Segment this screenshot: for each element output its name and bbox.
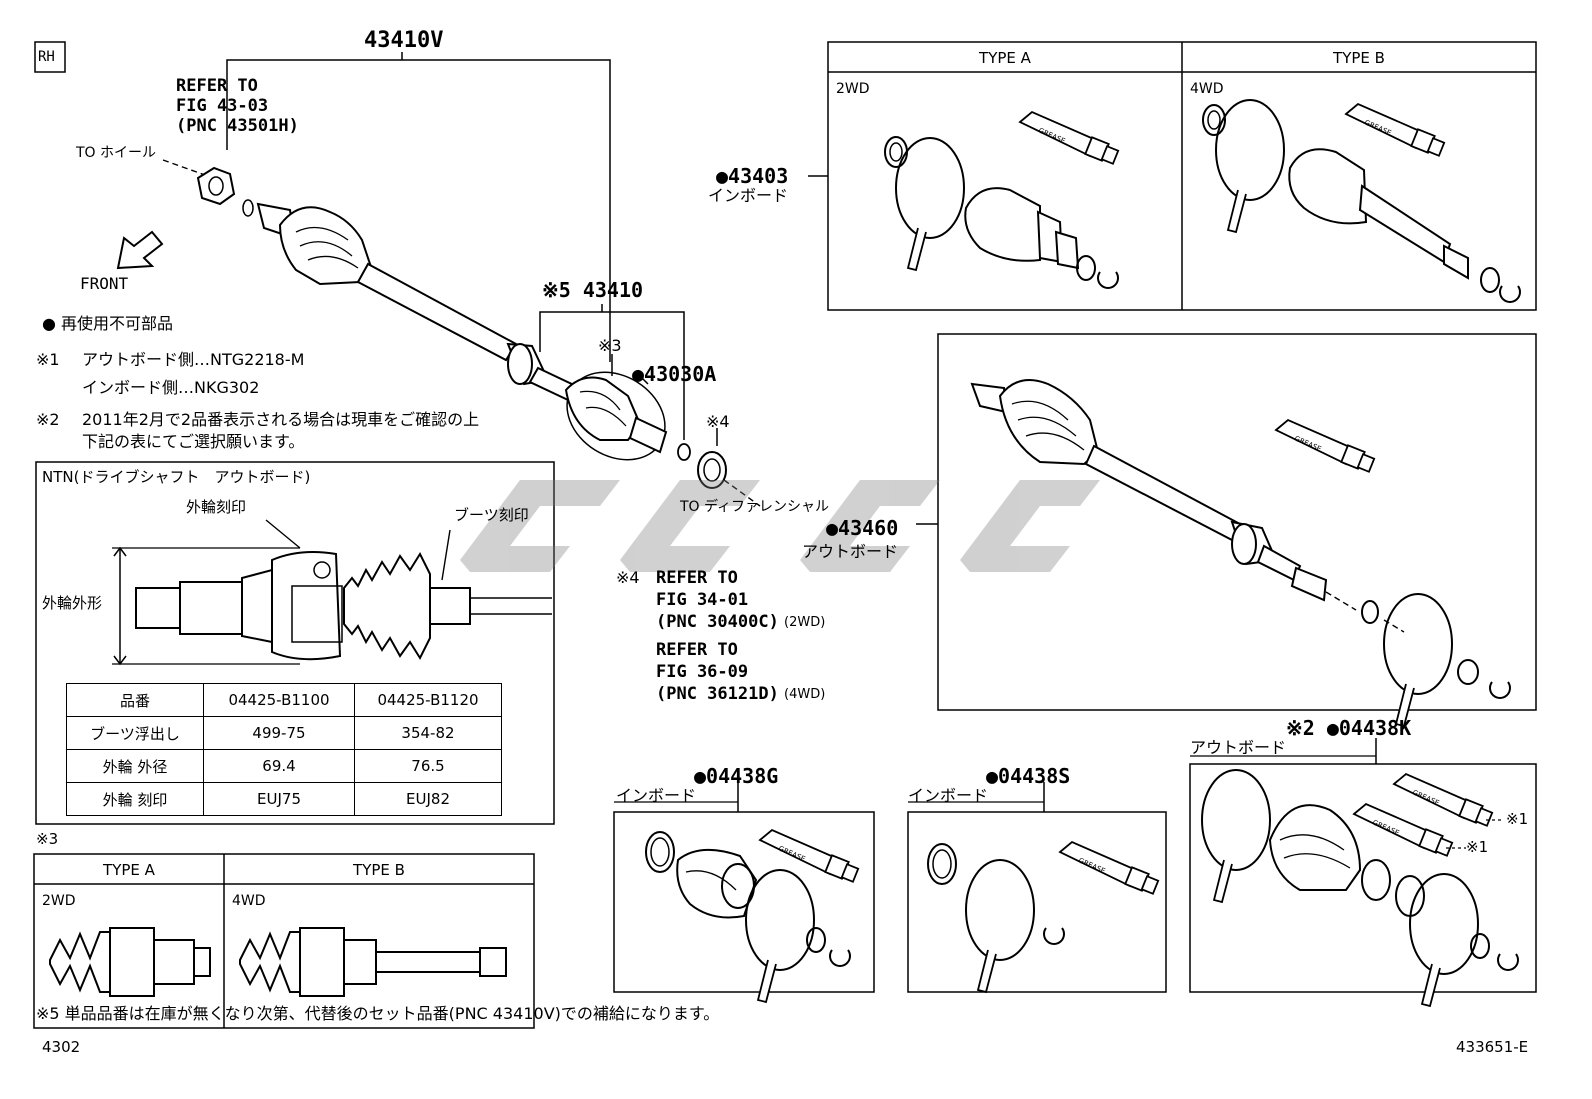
- top-type-a-header: TYPE A: [979, 49, 1031, 67]
- shaft-part-number[interactable]: ※5 43410: [542, 278, 644, 302]
- refer4-suffix-4wd: (4WD): [784, 687, 826, 702]
- boot-kit-s-parts: [927, 841, 1160, 993]
- top-type-b-header: TYPE B: [1333, 49, 1385, 67]
- refer4-line3: (PNC 30400C): [656, 612, 779, 632]
- refer4-mark: ※4: [616, 568, 640, 587]
- boot-kit-k-note-a: ※1: [1506, 810, 1529, 828]
- watermark: [460, 480, 1100, 572]
- spec-header-cell: 04425-B1120: [354, 683, 502, 717]
- top-type-a-2wd: 2WD: [836, 81, 870, 97]
- rh-tag: RH: [38, 49, 55, 65]
- inboard-joint-type-b: [1202, 99, 1521, 303]
- inboard-joint-type-a: [884, 111, 1120, 289]
- refer-top-line3: (PNC 43501H): [176, 116, 299, 136]
- non-reusable-legend: ● 再使用不可部品: [42, 314, 174, 333]
- spec-row: 外輪 刻印 EUJ75 EUJ82: [66, 782, 502, 816]
- spec-cell: EUJ75: [203, 782, 355, 816]
- inboard-joint-part[interactable]: ●43403: [716, 164, 789, 188]
- bottom-type-b-4wd: 4WD: [232, 893, 266, 909]
- outboard-joint-label: アウトボード: [802, 542, 899, 561]
- ntn-outboard-joint-drawing: [112, 519, 552, 666]
- outer-ring-od-label: 外輪外形: [42, 594, 103, 612]
- refer4-suffix-2wd: (2WD): [784, 615, 826, 630]
- boot-kit-k-part[interactable]: ※2 ●04438K: [1286, 716, 1412, 740]
- boot-kit-k-label: アウトボード: [1190, 738, 1287, 757]
- bottom-type-a-2wd: 2WD: [42, 893, 76, 909]
- boot-mark-label: ブーツ刻印: [454, 506, 529, 524]
- note2-line2: 下記の表にてご選択願います。: [82, 432, 305, 451]
- assembly-part-number[interactable]: 43410V: [364, 28, 444, 53]
- spec-row: 外輪 外径 69.4 76.5: [66, 749, 502, 783]
- note1-line2: インボード側…NKG302: [82, 378, 260, 397]
- spec-cell: 外輪 外径: [66, 749, 204, 783]
- ntn-title: NTN(ドライブシャフト アウトボード): [42, 468, 311, 486]
- note2-line1: 2011年2月で2品番表示される場合は現車をご確認の上: [82, 410, 480, 429]
- refer4-line4: REFER TO: [656, 640, 738, 660]
- note2-mark: ※2: [36, 410, 60, 429]
- bottom-type-a-header: TYPE A: [103, 861, 155, 879]
- outer-ring-mark-label: 外輪刻印: [186, 498, 247, 516]
- boot-kit-s-label: インボード: [908, 786, 989, 805]
- spec-cell: 69.4: [203, 749, 355, 783]
- drive-shaft-assembly: [196, 166, 761, 507]
- inboard-joint-bottom-type-a: [49, 927, 211, 997]
- note1-mark: ※1: [36, 350, 60, 369]
- spec-cell: 354-82: [354, 716, 502, 750]
- inboard-joint-label: インボード: [708, 186, 789, 205]
- spec-header-cell: 04425-B1100: [203, 683, 355, 717]
- refer-top-line1: REFER TO: [176, 76, 258, 96]
- refer-top-line2: FIG 43-03: [176, 96, 269, 116]
- mark-4: ※4: [706, 412, 730, 431]
- to-differential-label: TO ディファレンシャル: [680, 499, 830, 515]
- spec-cell: EUJ82: [354, 782, 502, 816]
- spec-cell: 499-75: [203, 716, 355, 750]
- outboard-joint-assembly: [970, 379, 1511, 727]
- boot-kit-k-parts: [1201, 769, 1519, 1007]
- figure-code: 433651-E: [1456, 1038, 1529, 1056]
- spec-cell: ブーツ浮出し: [66, 716, 204, 750]
- spec-header-row: 品番 04425-B1100 04425-B1120: [66, 683, 502, 717]
- front-label: FRONT: [80, 274, 129, 293]
- page-code: 4302: [42, 1038, 81, 1056]
- bottom-type-b-header: TYPE B: [353, 861, 405, 879]
- boot-kit-g-label: インボード: [616, 786, 697, 805]
- boot-kit-g-parts: [645, 829, 860, 1003]
- refer4-line2: FIG 34-01: [656, 590, 749, 610]
- top-type-b-4wd: 4WD: [1190, 81, 1224, 97]
- note1-line1: アウトボード側…NTG2218-M: [82, 350, 305, 369]
- mark-3-bottom: ※3: [36, 830, 59, 848]
- refer4-line5: FIG 36-09: [656, 662, 749, 682]
- to-wheel-label: TO ホイール: [76, 145, 157, 161]
- inboard-joint-bottom-type-b: [239, 927, 507, 997]
- outboard-joint-part[interactable]: ●43460: [826, 516, 899, 540]
- inner-boot-kit-part[interactable]: ●43030A: [632, 362, 717, 386]
- refer4-line1: REFER TO: [656, 568, 738, 588]
- spec-header-cell: 品番: [66, 683, 204, 717]
- note-5: ※5 単品品番は在庫が無くなり次第、代替後のセット品番(PNC 43410V)で…: [36, 1004, 720, 1023]
- mark-3: ※3: [598, 336, 622, 355]
- spec-row: ブーツ浮出し 499-75 354-82: [66, 716, 502, 750]
- boot-kit-k-note-b: ※1: [1466, 838, 1489, 856]
- refer4-line6: (PNC 36121D): [656, 684, 779, 704]
- boot-kit-g-part[interactable]: ●04438G: [694, 764, 779, 788]
- spec-table: 品番 04425-B1100 04425-B1120 ブーツ浮出し 499-75…: [66, 683, 502, 816]
- boot-kit-s-part[interactable]: ●04438S: [986, 764, 1071, 788]
- spec-cell: 外輪 刻印: [66, 782, 204, 816]
- spec-cell: 76.5: [354, 749, 502, 783]
